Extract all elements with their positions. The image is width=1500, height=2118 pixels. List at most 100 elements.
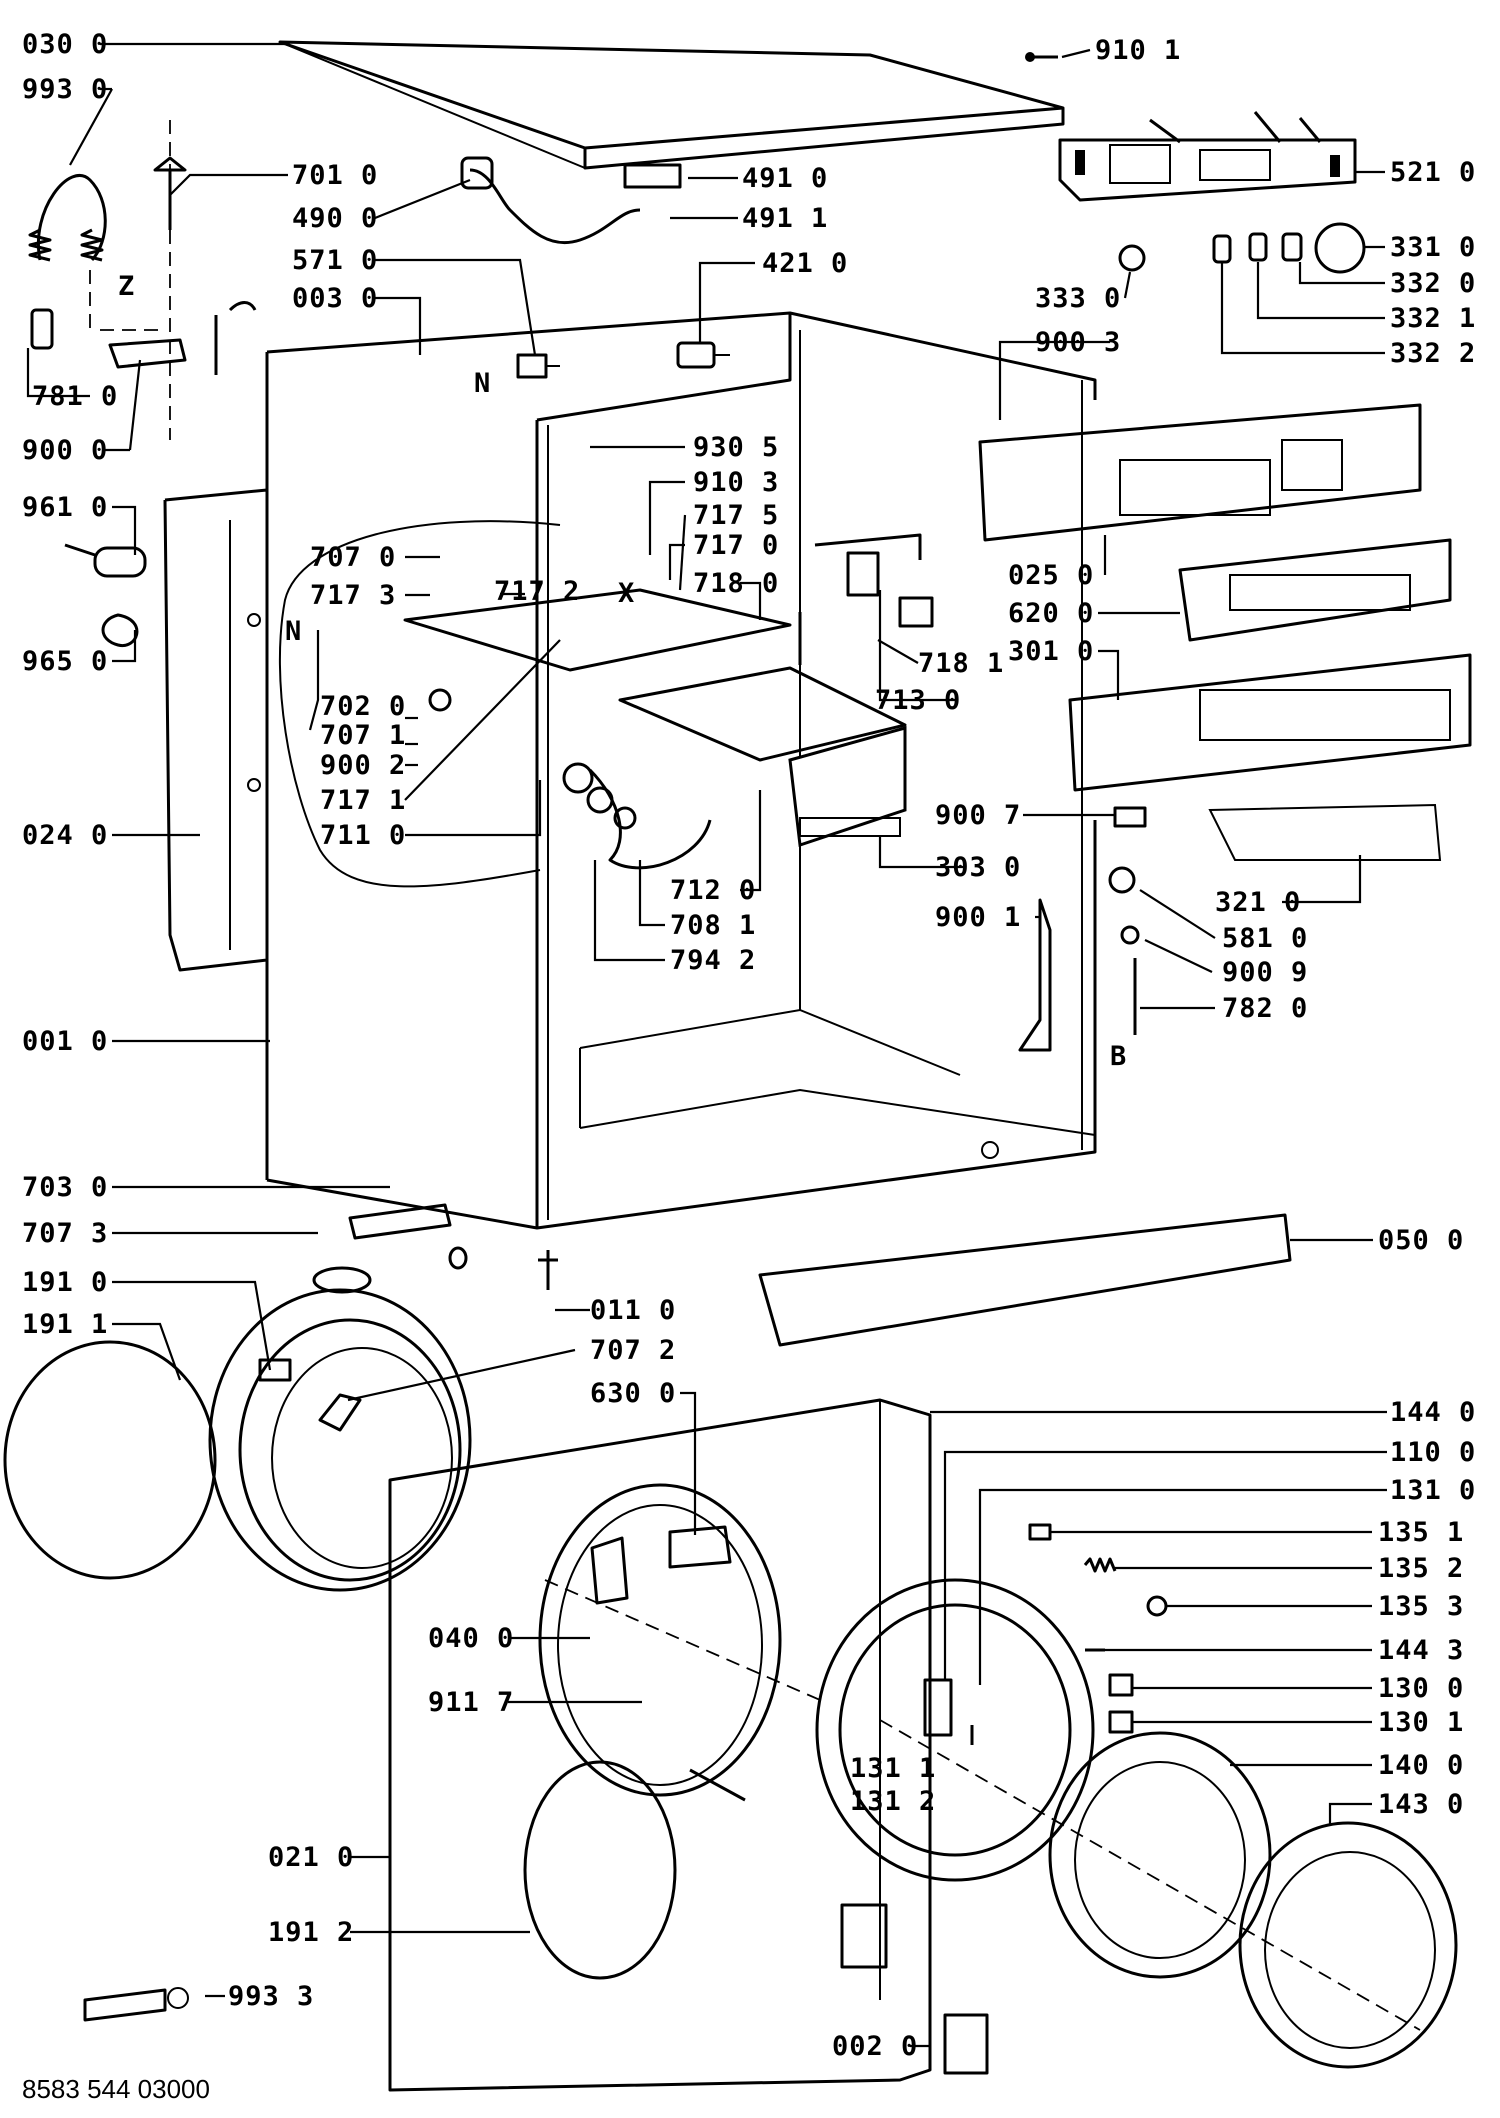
callout-781-0: 781 0 xyxy=(32,381,118,412)
callout-717-2: 717 2 xyxy=(494,576,580,607)
callout-717-3: 717 3 xyxy=(310,580,396,611)
marker-n-top: N xyxy=(474,368,491,399)
callout-040-0: 040 0 xyxy=(428,1623,514,1654)
relay-421-drawing xyxy=(676,341,730,369)
callout-701-0: 701 0 xyxy=(292,160,378,191)
callout-717-5: 717 5 xyxy=(693,500,779,531)
callout-718-0: 718 0 xyxy=(693,568,779,599)
callout-707-3: 707 3 xyxy=(22,1218,108,1249)
knob-and-buttons-drawing xyxy=(1118,222,1366,274)
callout-900-0: 900 0 xyxy=(22,435,108,466)
callout-021-0: 021 0 xyxy=(268,1842,354,1873)
callout-050-0: 050 0 xyxy=(1378,1225,1464,1256)
callout-711-0: 711 0 xyxy=(320,820,406,851)
callout-961-0: 961 0 xyxy=(22,492,108,523)
door-glass-drawing xyxy=(879,1719,1458,2069)
callout-910-1: 910 1 xyxy=(1095,35,1181,66)
callout-782-0: 782 0 xyxy=(1222,993,1308,1024)
callout-911-7: 911 7 xyxy=(428,1687,514,1718)
callout-143-0: 143 0 xyxy=(1378,1789,1464,1820)
callout-144-0: 144 0 xyxy=(1390,1397,1476,1428)
marker-b: B xyxy=(1110,1041,1127,1072)
control-panel-drawing xyxy=(978,403,1472,861)
callout-717-0: 717 0 xyxy=(693,530,779,561)
callout-333-0: 333 0 xyxy=(1035,283,1121,314)
callout-521-0: 521 0 xyxy=(1390,157,1476,188)
callout-001-0: 001 0 xyxy=(22,1026,108,1057)
document-reference-number: 8583 544 03000 xyxy=(22,2074,210,2104)
callout-332-1: 332 1 xyxy=(1390,303,1476,334)
callout-794-2: 794 2 xyxy=(670,945,756,976)
callout-144-3: 144 3 xyxy=(1378,1635,1464,1666)
callout-900-2: 900 2 xyxy=(320,750,406,781)
callout-011-0: 011 0 xyxy=(590,1295,676,1326)
callout-717-1: 717 1 xyxy=(320,785,406,816)
callout-024-0: 024 0 xyxy=(22,820,108,851)
callout-191-0: 191 0 xyxy=(22,1267,108,1298)
callout-702-0: 702 0 xyxy=(320,691,406,722)
callout-135-3: 135 3 xyxy=(1378,1591,1464,1622)
interior-bracket-drawing xyxy=(798,533,934,665)
callout-131-2: 131 2 xyxy=(850,1786,936,1817)
callout-571-0: 571 0 xyxy=(292,245,378,276)
callout-900-9: 900 9 xyxy=(1222,957,1308,988)
callout-130-0: 130 0 xyxy=(1378,1673,1464,1704)
callout-620-0: 620 0 xyxy=(1008,598,1094,629)
callout-930-5: 930 5 xyxy=(693,432,779,463)
door-ring-drawing xyxy=(815,1578,1095,1882)
callout-025-0: 025 0 xyxy=(1008,560,1094,591)
marker-z: Z xyxy=(118,271,135,302)
callout-191-1: 191 1 xyxy=(22,1309,108,1340)
suspension-spring-drawing xyxy=(28,120,257,440)
callout-131-1: 131 1 xyxy=(850,1753,936,1784)
callout-900-7: 900 7 xyxy=(935,800,1021,831)
small-parts-right-drawing xyxy=(1018,806,1147,1052)
callout-707-0: 707 0 xyxy=(310,542,396,573)
callout-140-0: 140 0 xyxy=(1378,1750,1464,1781)
hinge-hardware-drawing xyxy=(1028,1523,1168,1734)
leader-lines xyxy=(26,42,1387,2048)
callout-301-0: 301 0 xyxy=(1008,636,1094,667)
callout-712-0: 712 0 xyxy=(670,875,756,906)
marker-x: X xyxy=(618,578,635,609)
callout-labels: 030 0 993 0 701 0 490 0 571 0 003 0 781 … xyxy=(22,29,1476,2062)
callout-713-0: 713 0 xyxy=(875,685,961,716)
callout-030-0: 030 0 xyxy=(22,29,108,60)
wiring-harness-drawing xyxy=(460,156,682,245)
screw-910-1-drawing xyxy=(1025,52,1058,62)
callout-135-2: 135 2 xyxy=(1378,1553,1464,1584)
front-panel-drawing xyxy=(388,1398,932,2092)
callout-490-0: 490 0 xyxy=(292,203,378,234)
callout-331-0: 331 0 xyxy=(1390,232,1476,263)
callout-421-0: 421 0 xyxy=(762,248,848,279)
callout-321-0: 321 0 xyxy=(1215,887,1301,918)
tub-front-drawing xyxy=(3,1288,472,1592)
top-lid-drawing xyxy=(278,40,1065,170)
callout-303-0: 303 0 xyxy=(935,852,1021,883)
callout-965-0: 965 0 xyxy=(22,646,108,677)
callout-630-0: 630 0 xyxy=(590,1378,676,1409)
callout-002-0: 002 0 xyxy=(832,2031,918,2062)
callout-993-0: 993 0 xyxy=(22,74,108,105)
inlet-valve-drawing xyxy=(516,353,560,379)
marker-n-dispenser: N xyxy=(285,616,302,647)
callout-718-1: 718 1 xyxy=(918,648,1004,679)
callout-130-1: 130 1 xyxy=(1378,1707,1464,1738)
callout-191-2: 191 2 xyxy=(268,1917,354,1948)
plinth-drawing xyxy=(758,1213,1292,1347)
callout-703-0: 703 0 xyxy=(22,1172,108,1203)
callout-900-3: 900 3 xyxy=(1035,327,1121,358)
damper-drawing xyxy=(64,543,147,648)
misc-bottom-parts-drawing xyxy=(83,1987,989,2075)
callout-491-0: 491 0 xyxy=(742,163,828,194)
callout-993-3: 993 3 xyxy=(228,1981,314,2012)
callout-491-1: 491 1 xyxy=(742,203,828,234)
callout-332-0: 332 0 xyxy=(1390,268,1476,299)
callout-332-2: 332 2 xyxy=(1390,338,1476,369)
callout-131-0: 131 0 xyxy=(1390,1475,1476,1506)
dispenser-zone-drawing xyxy=(278,520,907,888)
callout-900-1: 900 1 xyxy=(935,902,1021,933)
hose-seal-drawing xyxy=(312,1203,558,1294)
callout-707-2: 707 2 xyxy=(590,1335,676,1366)
